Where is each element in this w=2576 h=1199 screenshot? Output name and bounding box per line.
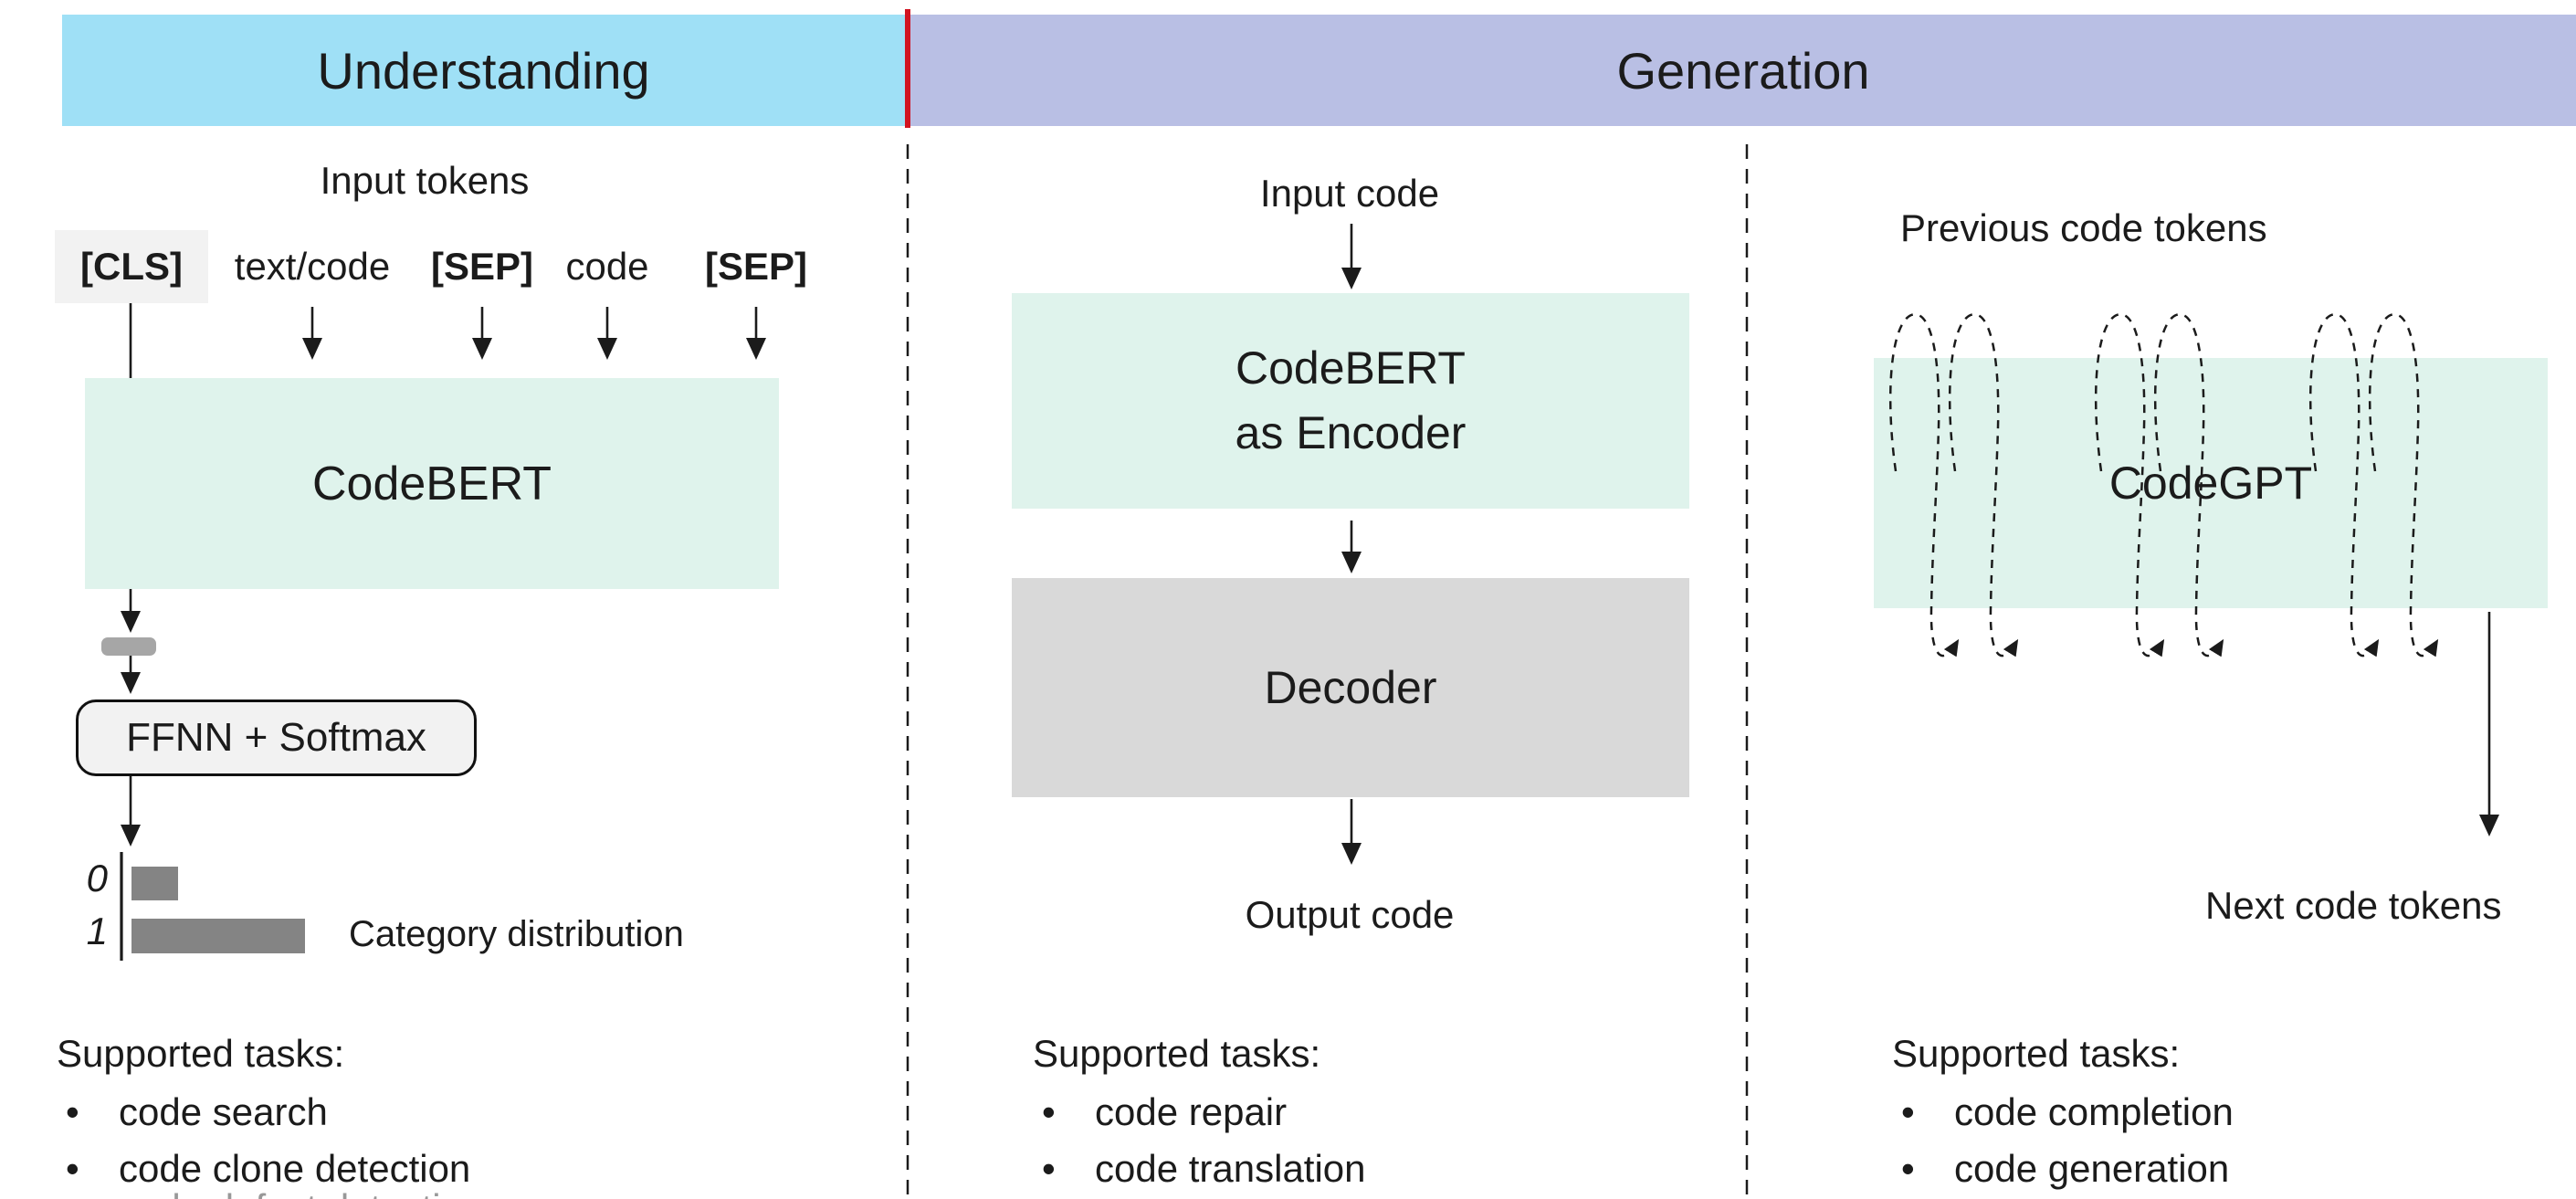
- chart-bar-0: [131, 867, 178, 900]
- cls-token: [CLS]: [55, 230, 208, 303]
- understanding-header-label: Understanding: [317, 41, 650, 100]
- understanding-tasks: Supported tasks: • code search • code clon…: [57, 1032, 470, 1190]
- task-label: code generation: [1954, 1147, 2230, 1190]
- chart-bar-1: [131, 919, 305, 953]
- bullet-icon: •: [66, 1090, 79, 1133]
- ffnn-softmax-label: FFNN + Softmax: [126, 715, 426, 760]
- bullet-icon: •: [66, 1147, 79, 1190]
- task-code-search: • code search: [66, 1090, 328, 1134]
- task-code-generation: • code generation: [1901, 1147, 2229, 1191]
- chart-label: Category distribution: [349, 914, 684, 954]
- bullet-icon: •: [1901, 1147, 1915, 1190]
- token-text-code: text/code: [234, 245, 391, 288]
- task-label: code completion: [1954, 1090, 2234, 1133]
- bullet-icon: •: [66, 1186, 119, 1199]
- chart-category-1: 1: [86, 910, 108, 952]
- understanding-header: Understanding: [62, 15, 905, 126]
- encoder-box-line1: CodeBERT: [1235, 342, 1466, 394]
- decoder-box-label: Decoder: [1264, 662, 1437, 713]
- previous-code-tokens-label: Previous code tokens: [1900, 206, 2267, 249]
- understanding-tasks-title: Supported tasks:: [57, 1032, 345, 1075]
- task-code-completion: • code completion: [1901, 1090, 2234, 1134]
- cutoff-task-label: code defect detection: [119, 1186, 483, 1199]
- task-label: code repair: [1095, 1090, 1288, 1133]
- bullet-icon: •: [1901, 1090, 1915, 1133]
- input-code-label: Input code: [1259, 172, 1440, 215]
- token-code: code: [565, 245, 649, 288]
- encoder-box-line2: as Encoder: [1235, 407, 1467, 458]
- red-divider-line: [905, 9, 910, 128]
- token-sep2: [SEP]: [704, 245, 808, 288]
- chart-category-0: 0: [86, 857, 108, 899]
- cls-vector-pill: [101, 637, 156, 656]
- token-sep1: [SEP]: [430, 245, 534, 288]
- codegpt-box: CodeGPT: [1874, 358, 2548, 608]
- gpt-tasks-title: Supported tasks:: [1892, 1032, 2181, 1075]
- codebert-box: CodeBERT: [85, 378, 779, 589]
- task-label: code search: [119, 1090, 328, 1133]
- task-label: code clone detection: [119, 1147, 471, 1190]
- ffnn-softmax-box: FFNN + Softmax: [76, 699, 477, 776]
- output-code-label: Output code: [1245, 893, 1455, 936]
- bullet-icon: •: [1042, 1147, 1056, 1190]
- codegpt-box-label: CodeGPT: [2108, 458, 2313, 509]
- encoder-decoder-tasks-title: Supported tasks:: [1033, 1032, 1321, 1075]
- decoder-box: Decoder: [1012, 578, 1689, 797]
- cls-token-label: [CLS]: [80, 245, 183, 288]
- task-code-clone-detection: • code clone detection: [66, 1147, 470, 1191]
- codebert-box-label: CodeBERT: [311, 457, 552, 510]
- generation-header: Generation: [910, 15, 2576, 126]
- input-tokens-label: Input tokens: [320, 159, 530, 202]
- next-code-tokens-label: Next code tokens: [2205, 884, 2502, 927]
- task-label: code translation: [1095, 1147, 1366, 1190]
- encoder-decoder-tasks: Supported tasks: • code repair • code tran…: [1033, 1032, 1366, 1190]
- cutoff-task-row: •code defect detection: [66, 1184, 723, 1199]
- gpt-tasks: Supported tasks: • code completion • code …: [1892, 1032, 2234, 1190]
- generation-header-label: Generation: [1616, 41, 1870, 100]
- bullet-icon: •: [1042, 1090, 1056, 1133]
- codebert-encoder-box: CodeBERT as Encoder: [1012, 293, 1689, 509]
- task-code-translation: • code translation: [1042, 1147, 1366, 1191]
- task-code-repair: • code repair: [1042, 1090, 1287, 1134]
